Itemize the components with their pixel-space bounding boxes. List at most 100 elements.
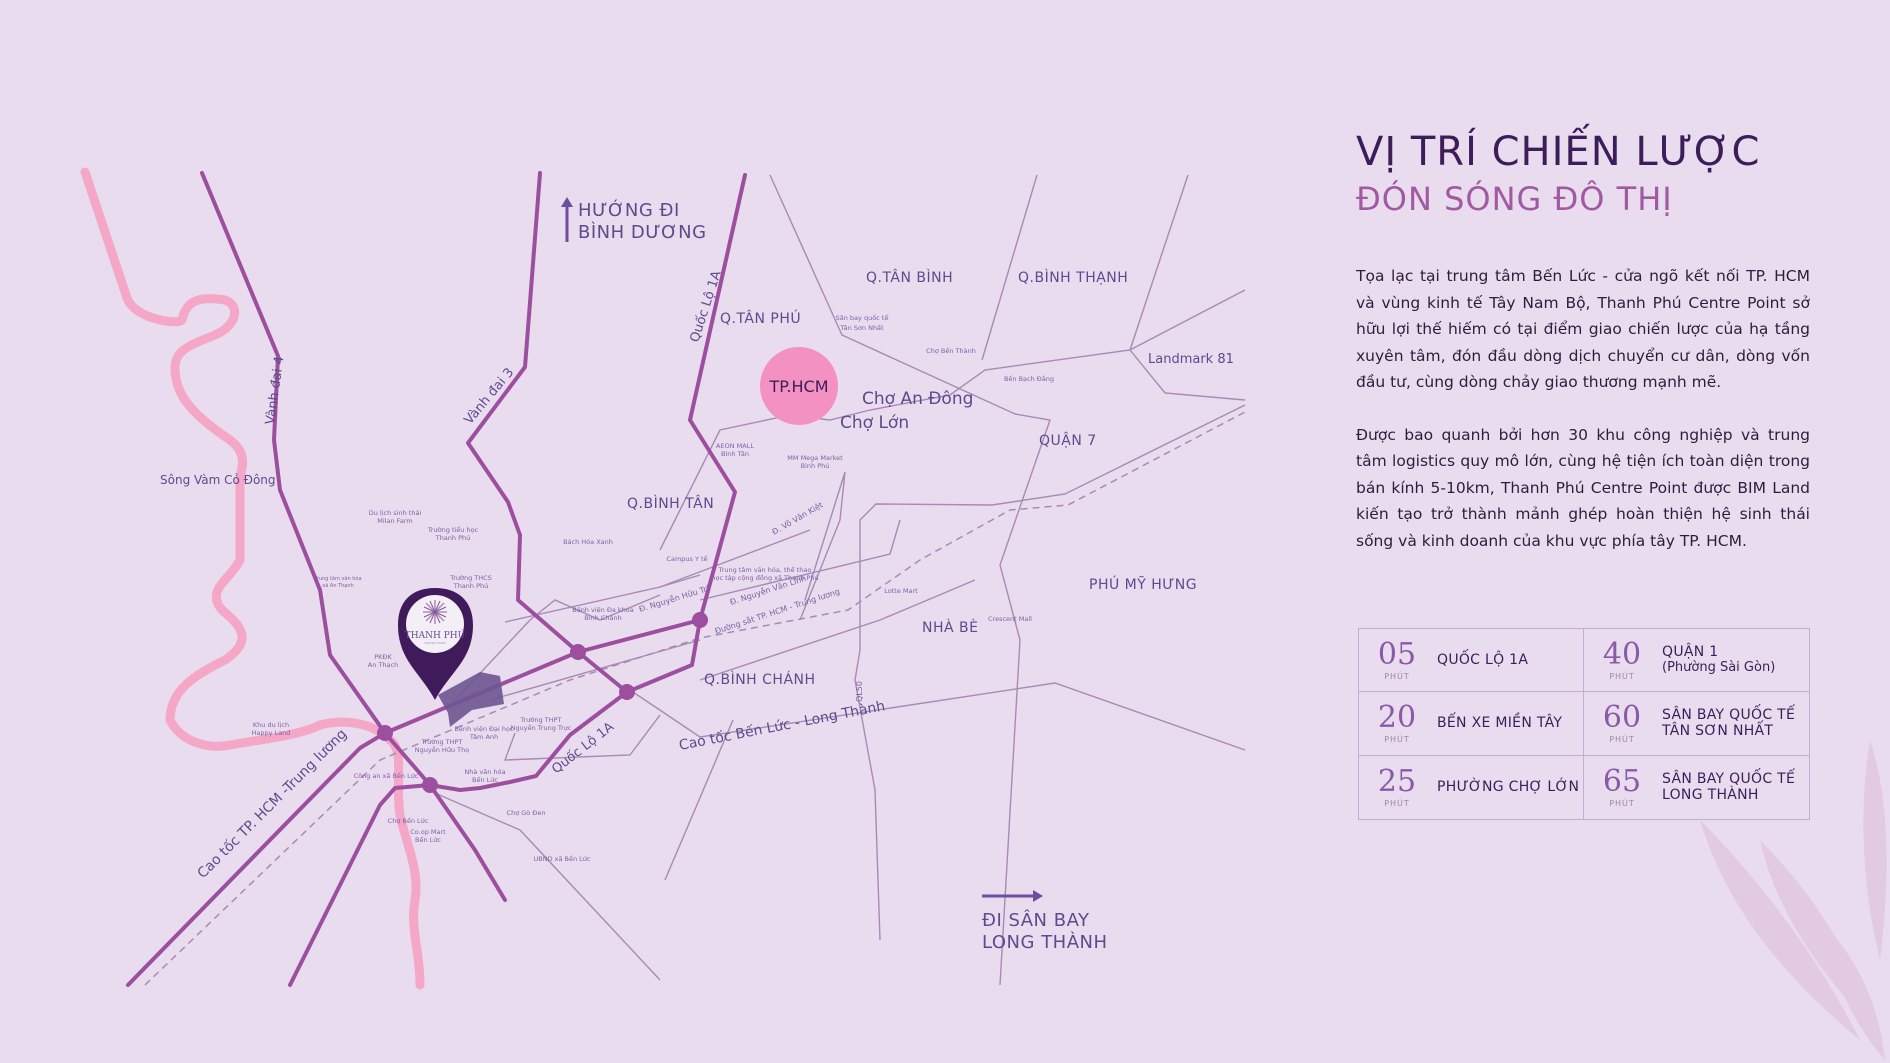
svg-text:học tập cộng đồng xã Thanh Phú: học tập cộng đồng xã Thanh Phú: [711, 574, 818, 582]
svg-text:QL50: QL50: [855, 681, 864, 702]
travel-destination: SÂN BAY QUỐC TẾ: [1662, 707, 1796, 724]
svg-text:Trung tâm văn hóa: Trung tâm văn hóa: [313, 575, 361, 582]
travel-unit: PHÚT: [1609, 671, 1635, 681]
svg-text:An Thạch: An Thạch: [368, 661, 398, 669]
svg-text:Trường THPT: Trường THPT: [520, 716, 562, 724]
svg-text:MM Mega Market: MM Mega Market: [787, 454, 843, 462]
travel-unit: PHÚT: [1384, 671, 1410, 681]
travel-destination: BẾN XE MIỀN TÂY: [1437, 715, 1563, 732]
description-paragraph: Được bao quanh bởi hơn 30 khu công nghiệ…: [1356, 425, 1810, 550]
svg-text:Milan Farm: Milan Farm: [377, 517, 412, 525]
poi-cho-ben-luc: Chợ Bến Lức: [388, 817, 429, 825]
travel-destination: SÂN BAY QUỐC TẾ: [1662, 771, 1796, 788]
svg-text:Sông Vàm Cỏ Đông: Sông Vàm Cỏ Đông: [160, 473, 276, 487]
travel-unit: PHÚT: [1384, 734, 1410, 744]
svg-text:Thanh Phú: Thanh Phú: [435, 534, 471, 542]
svg-text:BÌNH DƯƠNG: BÌNH DƯƠNG: [578, 221, 707, 243]
page-title: VỊ TRÍ CHIẾN LƯỢC: [1356, 129, 1761, 175]
project-site-area: [438, 672, 504, 727]
svg-text:Bến Lức: Bến Lức: [472, 776, 498, 784]
svg-text:Chợ An Đông: Chợ An Đông: [862, 389, 973, 409]
road-vanh-dai-4: [200, 171, 507, 902]
svg-text:LONG THÀNH: LONG THÀNH: [982, 931, 1108, 953]
travel-minutes: 05: [1377, 636, 1417, 672]
svg-text:ĐI SÂN BAY: ĐI SÂN BAY: [982, 909, 1090, 931]
svg-text:Đ. Nguyễn Hữu Trí: Đ. Nguyễn Hữu Trí: [638, 583, 711, 614]
svg-text:Q.TÂN BÌNH: Q.TÂN BÌNH: [866, 268, 953, 286]
tphcm-hub[interactable]: TP.HCM: [760, 347, 838, 425]
road-vanh-dai-3: [466, 171, 629, 694]
junction-dots: [377, 612, 708, 793]
poi-campus-y-te: Campus Y tế: [666, 555, 707, 563]
travel-minutes: 20: [1377, 699, 1417, 735]
poi-bach-hoa-xanh: Bách Hóa Xanh: [563, 538, 613, 546]
road-quoc-lo-1a-north: [428, 173, 747, 792]
svg-text:Bến Lức: Bến Lức: [415, 836, 441, 844]
svg-text:Bình Chánh: Bình Chánh: [584, 614, 621, 622]
minor-roads: [427, 174, 1246, 986]
svg-text:HƯỚNG ĐI: HƯỚNG ĐI: [578, 199, 680, 221]
svg-text:Happy Land: Happy Land: [252, 729, 291, 737]
landmark-labels: Landmark 81 Chợ An Đông Chợ Lớn Sông Vàm…: [160, 352, 1234, 487]
project-location-pin[interactable]: THANH PHÚ CENTRE POINT: [398, 588, 473, 700]
travel-unit: PHÚT: [1609, 734, 1635, 744]
travel-destination-sub: TÂN SƠN NHẤT: [1662, 723, 1774, 740]
svg-text:Chợ Lớn: Chợ Lớn: [840, 413, 909, 433]
description-paragraph: Tọa lạc tại trung tâm Bến Lức - cửa ngõ …: [1356, 267, 1810, 392]
poi-crescent-mall: Crescent Mall: [988, 615, 1032, 623]
svg-text:AEON MALL: AEON MALL: [716, 442, 754, 450]
svg-text:Tân Sơn Nhất: Tân Sơn Nhất: [839, 324, 884, 332]
travel-destination: PHƯỜNG CHỢ LỚN: [1437, 779, 1580, 796]
svg-text:Đ. Võ Văn Kiệt: Đ. Võ Văn Kiệt: [770, 500, 824, 537]
travel-destination-sub: LONG THÀNH: [1662, 787, 1759, 804]
svg-text:Co.op Mart: Co.op Mart: [410, 828, 446, 836]
travel-minutes: 40: [1602, 636, 1642, 672]
svg-text:NHÀ BÈ: NHÀ BÈ: [922, 619, 978, 636]
direction-north: HƯỚNG ĐI BÌNH DƯƠNG: [561, 197, 707, 243]
svg-text:Cao tốc Bến Lức - Long Thành: Cao tốc Bến Lức - Long Thành: [678, 697, 887, 754]
travel-minutes: 65: [1602, 763, 1642, 799]
poi-ben-bach-dang: Bến Bạch Đằng: [1004, 374, 1054, 383]
svg-text:Q.BÌNH TÂN: Q.BÌNH TÂN: [627, 494, 714, 512]
svg-text:Đường sắt TP. HCM - Trung lươn: Đường sắt TP. HCM - Trung lương: [714, 586, 841, 636]
arrow-up-icon: [561, 197, 573, 242]
travel-destination: QUẬN 1: [1662, 644, 1719, 661]
poi-ubnd-ben-luc: UBND xã Bến Lức: [533, 855, 590, 863]
svg-text:Bình Tân: Bình Tân: [721, 450, 749, 458]
svg-text:Tâm Anh: Tâm Anh: [469, 733, 498, 741]
svg-text:Trung tâm văn hóa, thể thao: Trung tâm văn hóa, thể thao: [718, 565, 812, 574]
road-ql-southwest: [288, 783, 432, 987]
travel-unit: PHÚT: [1384, 798, 1410, 808]
svg-text:THANH PHÚ: THANH PHÚ: [405, 629, 466, 641]
svg-text:Trường THPT: Trường THPT: [421, 738, 463, 746]
svg-text:Trường THCS: Trường THCS: [449, 574, 492, 582]
poi-cong-an-ben-luc: Công an xã Bến Lức: [354, 772, 419, 780]
decorative-leaf-icon: [1700, 740, 1887, 1060]
poi-cho-go-den: Chợ Gò Đen: [507, 809, 546, 817]
svg-text:PHÚ MỸ HƯNG: PHÚ MỸ HƯNG: [1089, 575, 1197, 593]
district-labels: Q.TÂN BÌNH Q.BÌNH THẠNH Q.TÂN PHÚ QUẬN 7…: [627, 268, 1197, 688]
svg-text:Q.TÂN PHÚ: Q.TÂN PHÚ: [720, 309, 801, 327]
page-subtitle: ĐÓN SÓNG ĐÔ THỊ: [1356, 180, 1673, 218]
svg-text:Quốc Lộ 1A: Quốc Lộ 1A: [688, 269, 725, 344]
flower-logo-icon: [423, 600, 447, 624]
poi-lotte-mart: Lotte Mart: [884, 587, 918, 595]
svg-text:Trường tiểu học: Trường tiểu học: [427, 525, 479, 534]
